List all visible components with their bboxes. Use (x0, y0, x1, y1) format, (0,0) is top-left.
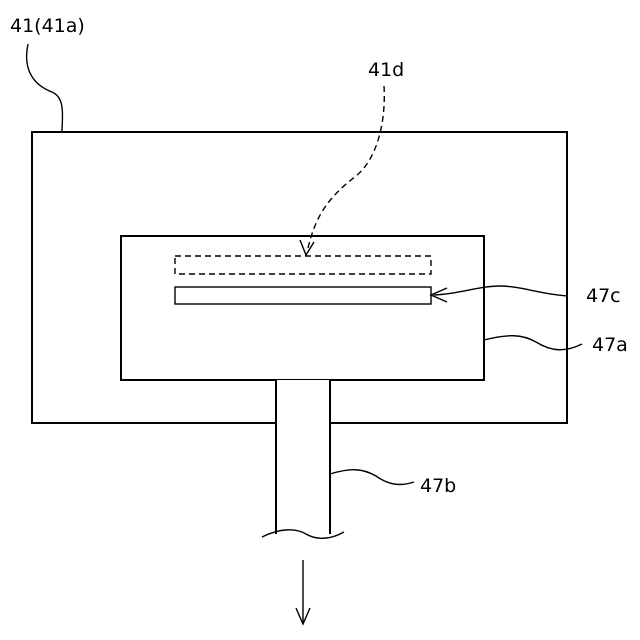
label-stem: 47b (420, 475, 456, 497)
leader-dashed-slot-arrowhead (300, 240, 314, 255)
leader-stem (330, 470, 414, 485)
stem-fill (276, 380, 330, 534)
leader-main-body (27, 44, 63, 132)
inner-member-rect (121, 236, 484, 380)
slot-rect (175, 287, 431, 304)
dashed-slot-rect (175, 256, 431, 274)
label-dashed-slot: 41d (368, 59, 404, 81)
label-main-body: 41(41a) (10, 15, 85, 37)
label-inner-member: 47a (592, 334, 628, 356)
label-slot: 47c (586, 285, 621, 307)
leader-dashed-slot (308, 86, 384, 248)
leader-slot (434, 286, 568, 296)
